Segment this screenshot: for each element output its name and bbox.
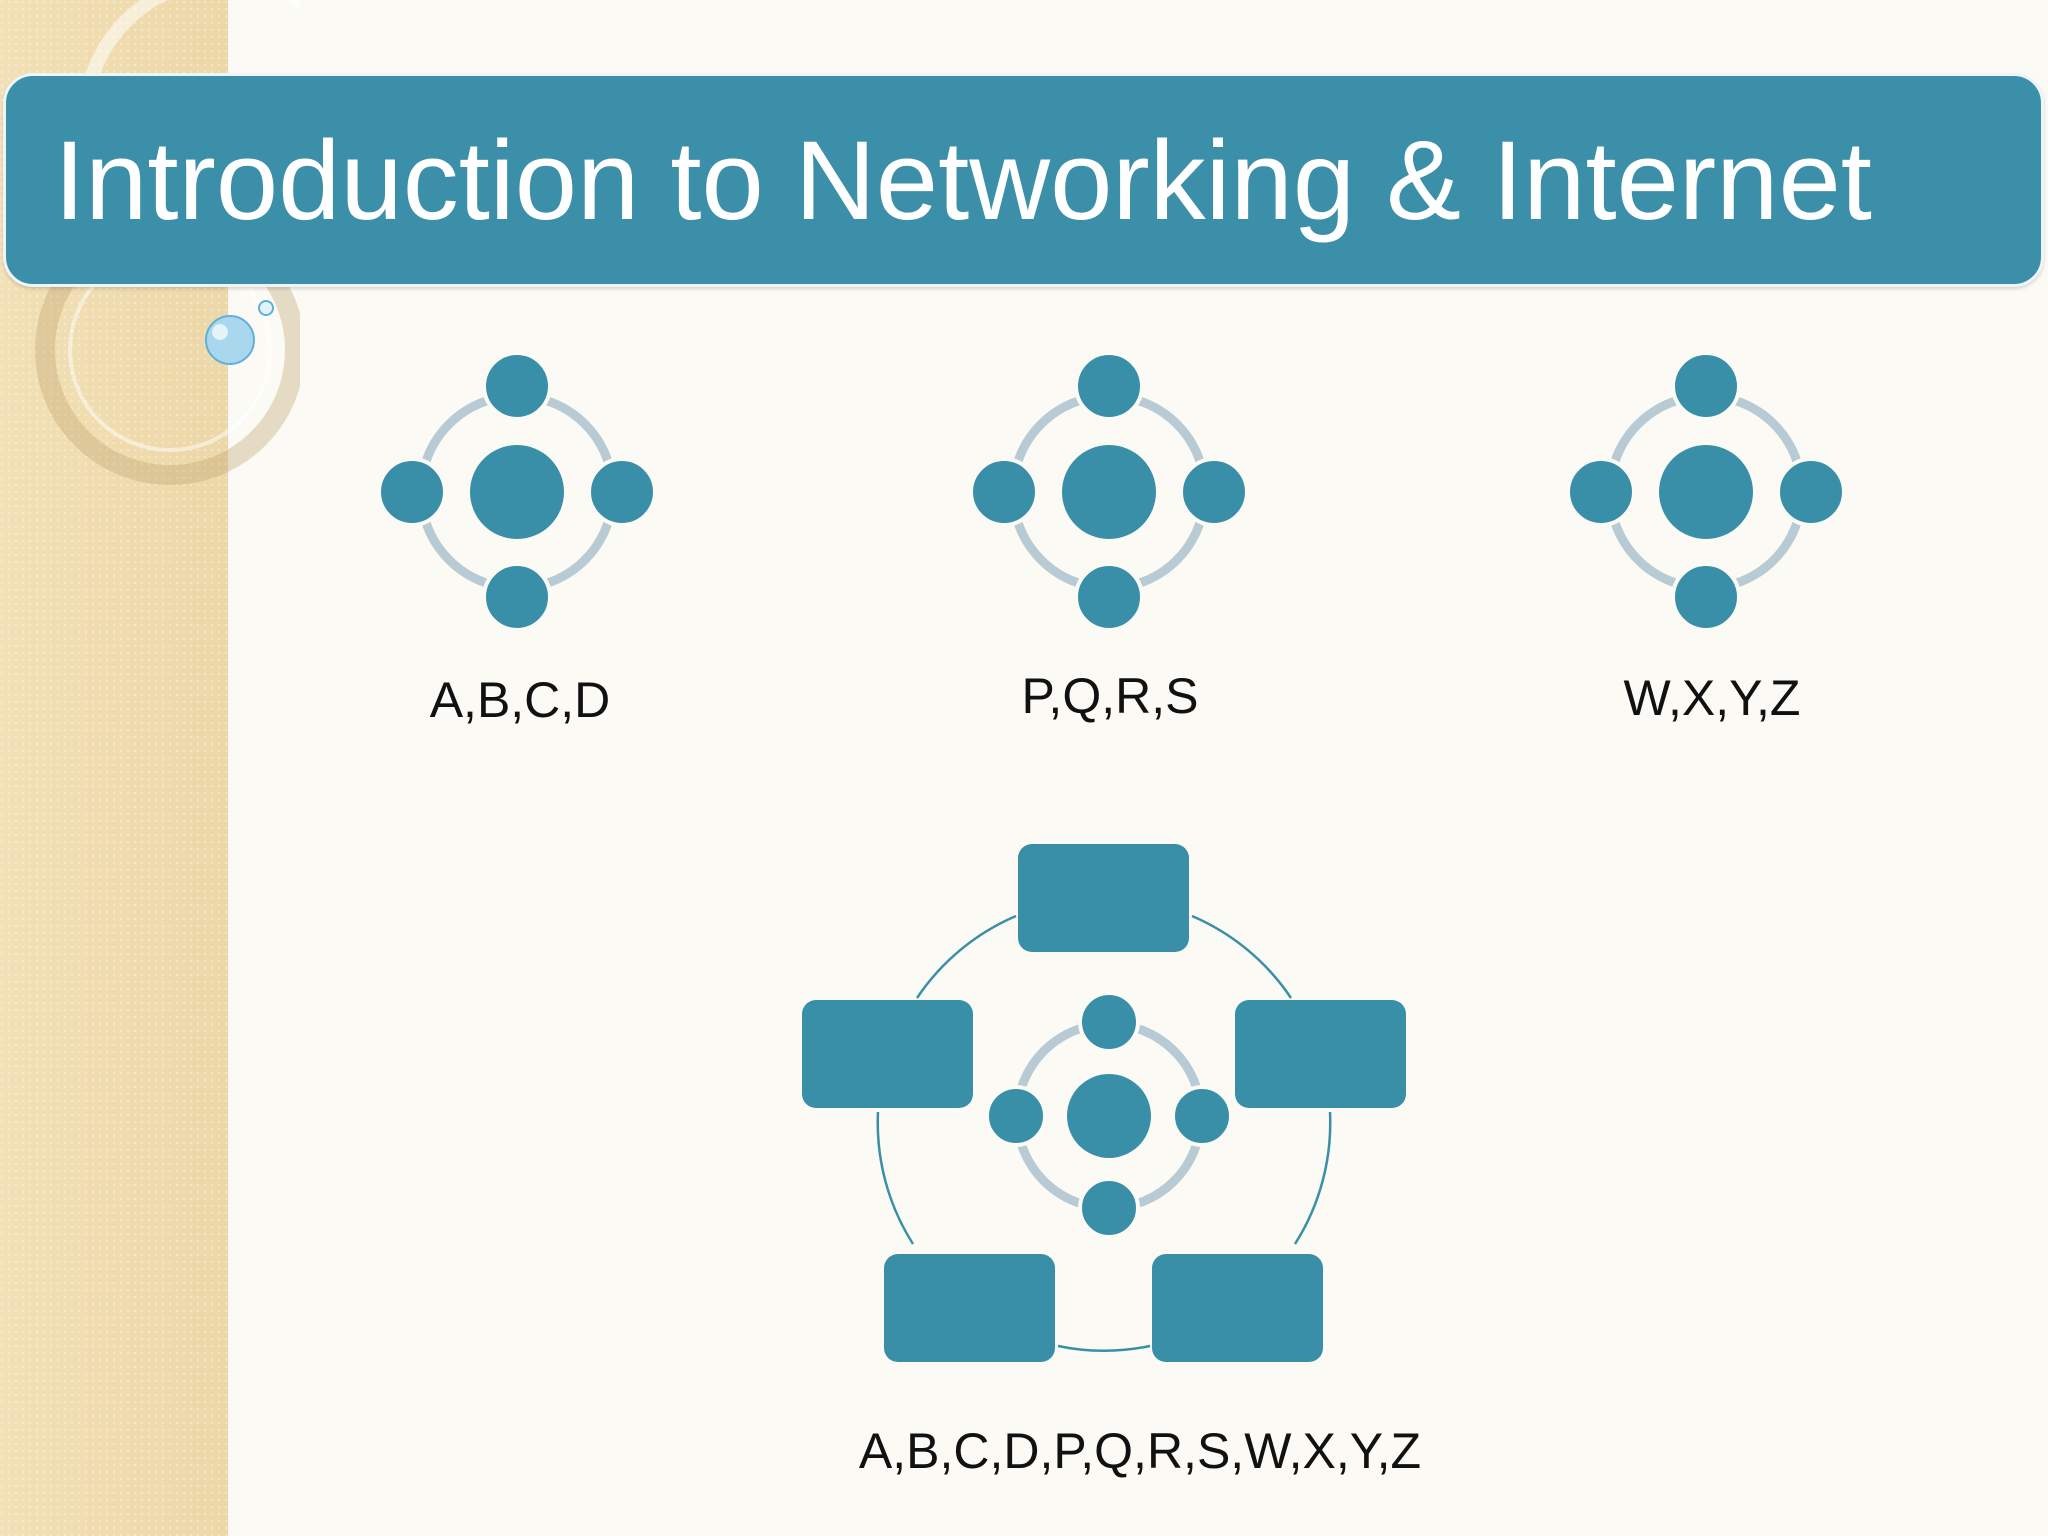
slide-title: Introduction to Networking & Internet xyxy=(54,118,1872,243)
star-cluster-1: A,B,C,D xyxy=(377,351,657,728)
connector-left xyxy=(876,1111,915,1245)
cluster-label-1: A,B,C,D xyxy=(430,672,611,728)
connector-top-right xyxy=(1191,914,1293,999)
star-cluster-3: W,X,Y,Z xyxy=(1566,351,1846,726)
network-box-top xyxy=(1018,844,1189,952)
inner-node-top xyxy=(1078,991,1140,1053)
connector-right xyxy=(1293,1111,1332,1245)
network-box-bottom-right xyxy=(1152,1254,1323,1362)
node-top xyxy=(482,351,552,421)
connector-top-left xyxy=(915,914,1017,999)
node-right xyxy=(1776,457,1846,527)
network-box-left xyxy=(802,1000,973,1108)
bubble-small xyxy=(258,300,274,316)
node-left xyxy=(1566,457,1636,527)
combined-network: A,B,C,D,P,Q,R,S,W,X,Y,Z xyxy=(802,844,1421,1479)
cluster-label-3: W,X,Y,Z xyxy=(1624,670,1801,726)
hub-node xyxy=(1062,445,1156,539)
combined-label: A,B,C,D,P,Q,R,S,W,X,Y,Z xyxy=(859,1423,1421,1479)
connector-bottom xyxy=(1057,1344,1151,1352)
hub-node xyxy=(1659,445,1753,539)
hub-node xyxy=(470,445,564,539)
title-banner: Introduction to Networking & Internet xyxy=(3,73,2044,287)
node-bottom xyxy=(482,562,552,632)
inner-hub-node xyxy=(1067,1074,1151,1158)
network-box-right xyxy=(1235,1000,1406,1108)
node-top xyxy=(1671,351,1741,421)
node-top xyxy=(1074,351,1144,421)
inner-node-bottom xyxy=(1078,1177,1140,1239)
network-box-bottom-left xyxy=(884,1254,1055,1362)
node-right xyxy=(1179,457,1249,527)
node-left xyxy=(377,457,447,527)
cluster-label-2: P,Q,R,S xyxy=(1022,668,1199,724)
inner-node-right xyxy=(1171,1085,1233,1147)
node-right xyxy=(587,457,657,527)
node-bottom xyxy=(1671,562,1741,632)
node-left xyxy=(969,457,1039,527)
inner-node-left xyxy=(985,1085,1047,1147)
node-bottom xyxy=(1074,562,1144,632)
star-cluster-2: P,Q,R,S xyxy=(969,351,1249,724)
